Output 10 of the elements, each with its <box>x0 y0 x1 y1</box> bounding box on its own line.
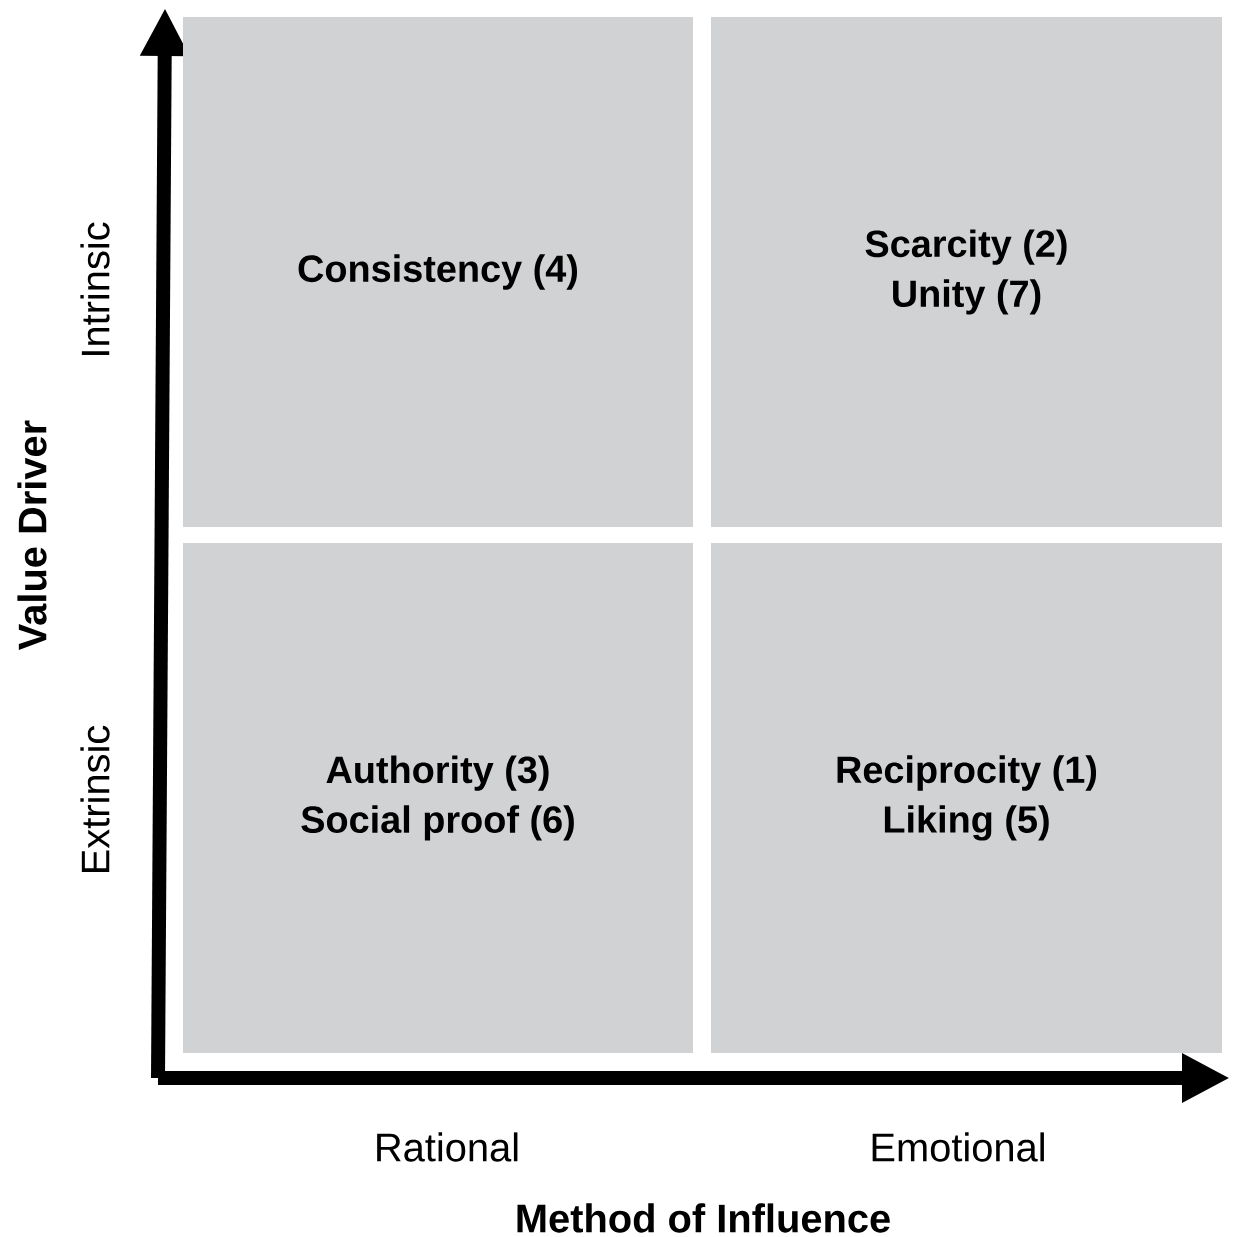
quadrant-box: Consistency (4) <box>183 17 693 527</box>
quadrant-box: Scarcity (2) Unity (7) <box>711 17 1222 527</box>
quadrant-box: Reciprocity (1) Liking (5) <box>711 543 1222 1053</box>
quadrant-box: Authority (3) Social proof (6) <box>183 543 693 1053</box>
axis-title: Value Driver <box>17 420 47 650</box>
axis-title: Method of Influence <box>517 1203 890 1233</box>
axis-label: Intrinsic <box>80 222 110 355</box>
axis-label: Rational <box>377 1132 518 1162</box>
axis-label: Extrinsic <box>80 725 110 872</box>
axis-label: Emotional <box>872 1132 1044 1162</box>
